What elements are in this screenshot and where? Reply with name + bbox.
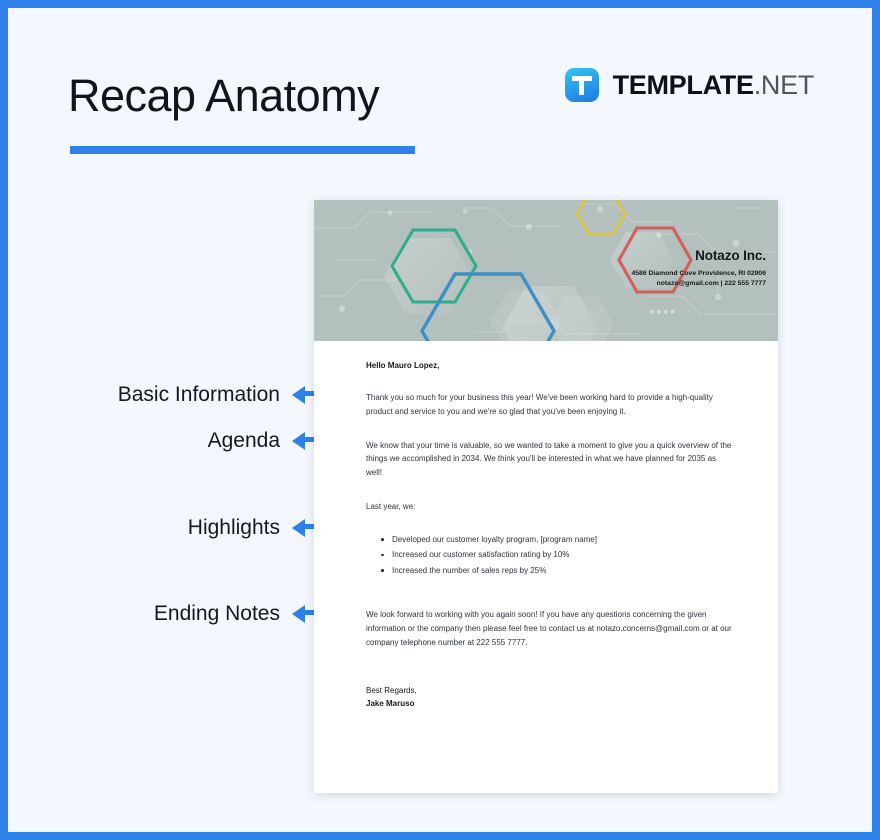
- company-identity: Notazo Inc. 4586 Diamond Cove Providence…: [632, 248, 767, 289]
- brand-tld: .NET: [753, 69, 815, 100]
- arrow-head-icon: [292, 605, 305, 623]
- letter-paragraph-2: We know that your time is valuable, so w…: [366, 440, 732, 478]
- letter-signoff: Best Regards, Jake Maruso: [366, 684, 734, 710]
- letter-body: Hello Mauro Lopez, Thank you so much for…: [314, 341, 778, 710]
- page-canvas: Recap Anatomy TEMPLATE.NET Basic Informa…: [8, 8, 872, 832]
- brand-logo: TEMPLATE.NET: [564, 68, 815, 102]
- hexagon-yellow: [575, 200, 627, 236]
- brand-wordmark: TEMPLATE.NET: [612, 69, 815, 101]
- brand-name: TEMPLATE: [612, 69, 754, 100]
- list-item: Increased our customer satisfaction rati…: [381, 547, 734, 563]
- highlights-list: Developed our customer loyalty program, …: [366, 532, 734, 579]
- signoff-salutation: Best Regards,: [366, 685, 417, 695]
- list-item: Increased the number of sales reps by 25…: [381, 563, 734, 579]
- hexagon-blue: [420, 272, 556, 341]
- arrow-head-icon: [292, 386, 305, 404]
- company-contact: notazo@gmail.com | 222 555 7777: [656, 280, 766, 288]
- letter-paragraph-1: Thank you so much for your business this…: [366, 393, 713, 416]
- signoff-sender-name: Jake Maruso: [366, 698, 415, 708]
- annotation-label: Ending Notes: [153, 602, 280, 625]
- annotation-label: Basic Information: [117, 383, 280, 406]
- hexagon-green: [390, 228, 478, 304]
- hexagon-circuit-graphic-icon: [314, 200, 776, 341]
- annotation-label: Agenda: [207, 429, 280, 452]
- company-name: Notazo Inc.: [695, 248, 766, 263]
- arrow-head-icon: [292, 432, 305, 450]
- arrow-head-icon: [292, 519, 305, 537]
- title-underline-accent: [70, 146, 415, 154]
- letter-document-preview[interactable]: Notazo Inc. 4586 Diamond Cove Providence…: [314, 200, 778, 793]
- letter-greeting: Hello Mauro Lopez,: [366, 361, 440, 370]
- hexagon-red: [617, 226, 693, 294]
- page-title: Recap Anatomy: [68, 70, 380, 121]
- template-net-logo-icon: [564, 68, 599, 102]
- letter-closing-paragraph: We look forward to working with you agai…: [366, 610, 732, 647]
- bullets-lead-in: Last year, we:: [366, 501, 416, 511]
- annotation-label: Highlights: [187, 516, 280, 539]
- company-address: 4586 Diamond Cove Providence, RI 02906: [631, 270, 767, 278]
- letterhead-banner: Notazo Inc. 4586 Diamond Cove Providence…: [314, 200, 778, 341]
- list-item: Developed our customer loyalty program, …: [381, 532, 734, 548]
